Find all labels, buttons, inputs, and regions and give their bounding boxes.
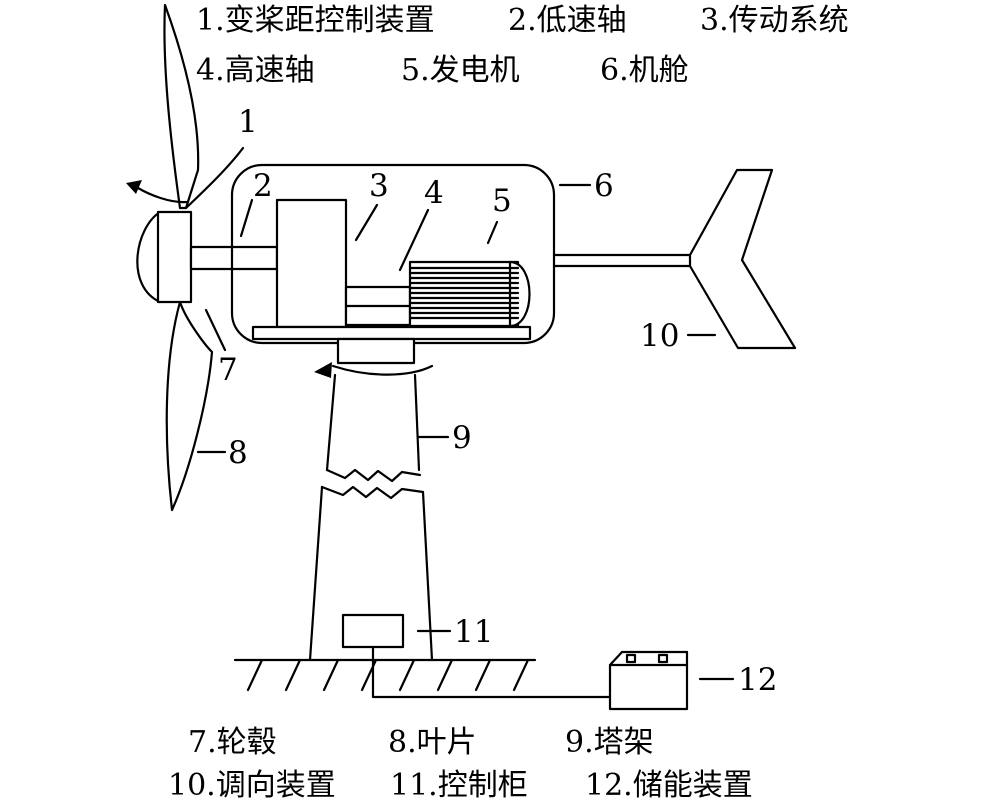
yaw-rotation-arrow-head <box>314 362 332 378</box>
nacelle-base-plate <box>251 325 532 341</box>
tail-vane <box>688 168 797 350</box>
battery-terminal-left <box>625 653 637 664</box>
legend-item-9: 9.塔架 <box>565 725 654 760</box>
callout-1: 1 <box>238 104 258 140</box>
leader-lines <box>184 146 735 681</box>
blade-upper <box>163 3 200 210</box>
legend-item-12: 12.储能装置 <box>585 768 753 803</box>
legend-bottom: 7.轮毂 8.叶片 9.塔架 10.调向装置 11.控制柜 12.储能装置 <box>168 725 753 803</box>
legend-item-4: 4.高速轴 <box>196 53 315 88</box>
yaw-rotation-arc <box>331 364 434 376</box>
hub-body <box>156 210 193 304</box>
generator <box>408 260 531 328</box>
legend-item-8: 8.叶片 <box>388 725 477 760</box>
callout-5: 5 <box>492 183 512 219</box>
tower-upper <box>325 373 421 472</box>
callout-numbers: 1 2 3 4 5 6 7 8 9 10 11 12 <box>218 104 777 698</box>
blades <box>163 3 214 512</box>
yaw-bearing <box>336 337 416 365</box>
cable <box>371 645 614 699</box>
callout-12: 12 <box>738 662 777 698</box>
callout-8: 8 <box>228 435 248 471</box>
energy-storage-battery <box>608 650 689 711</box>
transmission-box <box>275 198 348 329</box>
rotation-arrow-hub <box>136 186 188 204</box>
legend-top: 1.变桨距控制装置 2.低速轴 3.传动系统 4.高速轴 5.发电机 6.机舱 <box>196 3 849 88</box>
callout-7: 7 <box>218 352 238 388</box>
legend-item-6: 6.机舱 <box>600 53 689 88</box>
control-cabinet <box>341 613 405 649</box>
battery-terminal-right <box>657 653 669 664</box>
low-speed-shaft <box>189 245 279 271</box>
legend-item-10: 10.调向装置 <box>168 768 336 803</box>
callout-6: 6 <box>594 168 614 204</box>
tower-break-upper <box>325 468 422 483</box>
legend-item-7: 7.轮毂 <box>188 725 277 760</box>
legend-item-3: 3.传动系统 <box>700 3 849 38</box>
legend-item-11: 11.控制柜 <box>390 768 528 803</box>
ground <box>233 658 537 692</box>
hub-nose <box>136 210 162 304</box>
blade-lower <box>165 300 214 512</box>
hub <box>136 210 193 304</box>
rotation-arrow-hub-head <box>126 180 142 194</box>
callout-11: 11 <box>454 614 493 650</box>
callout-4: 4 <box>424 175 444 211</box>
callout-2: 2 <box>253 168 273 204</box>
legend-item-1: 1.变桨距控制装置 <box>196 3 435 38</box>
legend-item-5: 5.发电机 <box>401 53 520 88</box>
generator-fins <box>408 266 520 320</box>
tower-break-lower <box>320 485 425 500</box>
legend-item-2: 2.低速轴 <box>508 3 627 38</box>
callout-9: 9 <box>452 420 472 456</box>
callout-3: 3 <box>369 168 389 204</box>
callout-10: 10 <box>640 318 679 354</box>
